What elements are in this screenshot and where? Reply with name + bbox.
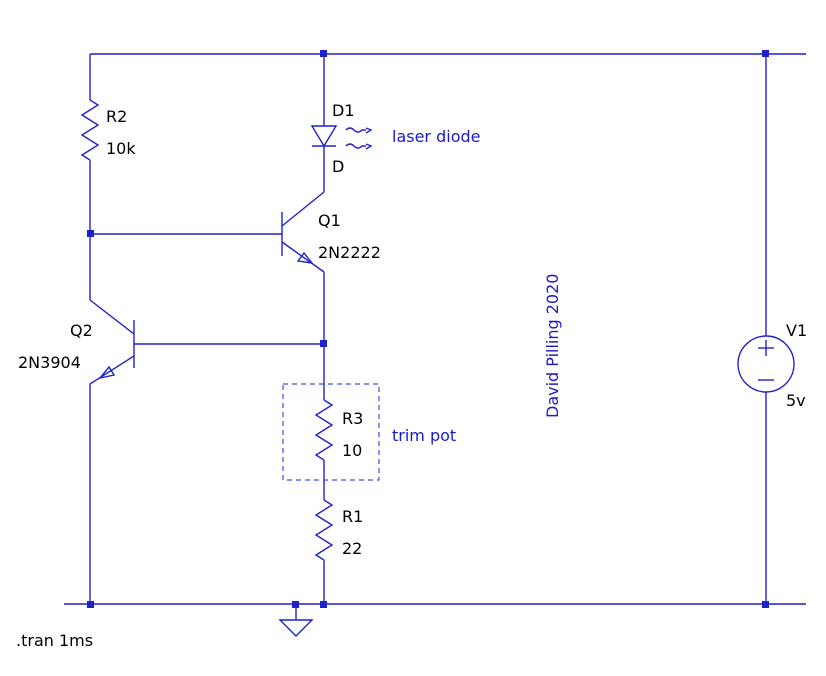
q1-emitter-lead (281, 241, 325, 273)
diode-d1-triangle (310, 125, 338, 148)
v1-circle (737, 335, 795, 393)
junction-dot (87, 601, 94, 608)
r1-value-label: 22 (342, 539, 362, 558)
transistor-q2: Q2 2N3904 (18, 299, 135, 385)
r3-note-label: trim pot (392, 426, 456, 445)
q2-collector-lead (89, 299, 135, 335)
resistor-r3-symbol (314, 399, 334, 461)
q1-value-label: 2N2222 (318, 243, 381, 262)
q2-ref-label: Q2 (70, 321, 93, 340)
ground-icon (278, 604, 314, 637)
resistor-r2: R2 10k (80, 99, 136, 161)
junction-dot (762, 50, 769, 57)
transistor-q1: Q1 2N2222 (281, 191, 381, 273)
r2-value-label: 10k (106, 139, 136, 158)
sim-command: .tran 1ms (16, 631, 93, 650)
author-annotation: David Pilling 2020 (543, 274, 562, 418)
q1-ref-label: Q1 (318, 211, 341, 230)
wires (64, 53, 806, 605)
q1-emitter-arrow (296, 251, 314, 264)
d1-ref-label: D1 (332, 101, 355, 120)
junction-dot (762, 601, 769, 608)
q2-value-label: 2N3904 (18, 353, 81, 372)
d1-note-label: laser diode (392, 127, 480, 146)
light-emission-icon (345, 127, 373, 150)
junction-dot (87, 230, 94, 237)
q2-emitter-arrow (98, 365, 116, 380)
resistor-r3: R3 10 trim pot (282, 383, 456, 481)
q2-emitter-lead (89, 355, 135, 385)
d1-value-label: D (332, 157, 344, 176)
r1-ref-label: R1 (342, 507, 363, 526)
junction-dot (320, 601, 327, 608)
v1-ref-label: V1 (786, 321, 807, 340)
resistor-r1: R1 22 (314, 499, 363, 561)
r3-ref-label: R3 (342, 409, 363, 428)
trim-pot-outline (282, 383, 380, 481)
diode-d1: D1 D laser diode (310, 101, 480, 176)
resistor-r2-symbol (80, 99, 100, 161)
r2-ref-label: R2 (106, 107, 127, 126)
resistor-r1-symbol (314, 499, 334, 561)
q1-collector-lead (281, 191, 325, 227)
junction-dot (320, 340, 327, 347)
voltage-source-v1: V1 5v (737, 321, 807, 410)
r3-value-label: 10 (342, 441, 362, 460)
junction-dot (320, 50, 327, 57)
v1-value-label: 5v (786, 391, 806, 410)
